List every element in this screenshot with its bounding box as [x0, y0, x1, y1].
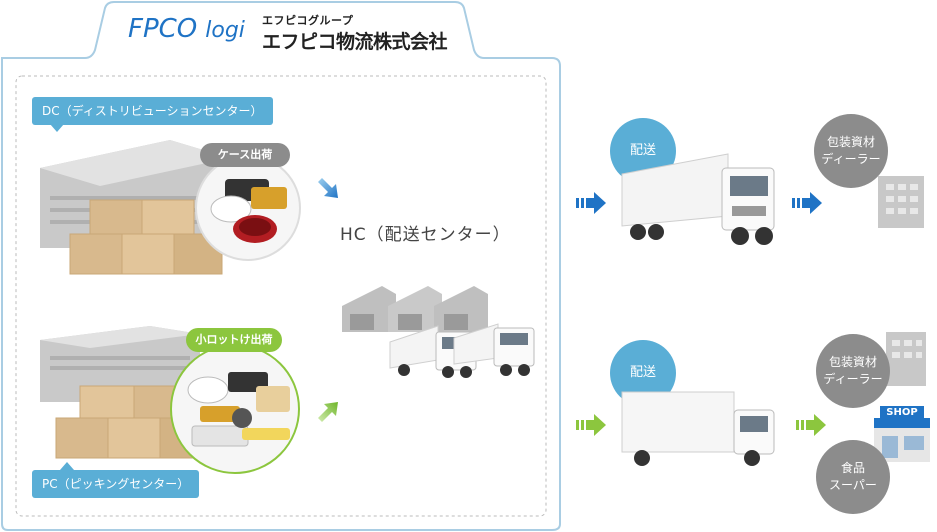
mixed-products-icon — [187, 372, 290, 447]
brand-sub: logi — [205, 18, 245, 43]
top-dest-line1: 包装資材 — [826, 135, 875, 149]
top-dest-bubble: 包装資材ディーラー — [814, 114, 888, 188]
company-group: エフピコグループ — [262, 14, 354, 27]
hc-label: HC（配送センター） — [340, 225, 511, 245]
dc-label: DC（ディストリビューションセンター） — [32, 97, 273, 125]
bottom-dest-2-bubble: 食品スーパー — [816, 440, 890, 514]
top-dest-building-icon — [878, 176, 924, 228]
bottom-dest-building-icon — [886, 332, 926, 386]
shop-building-icon — [874, 418, 930, 462]
company-name-block: エフピコグループ エフピコ物流株式会社 — [262, 12, 448, 54]
food-tray-icon — [210, 179, 287, 243]
bottom-dest-1-line1: 包装資材 — [828, 355, 877, 369]
hc-warehouse-trucks-illustration — [342, 286, 535, 378]
arrow-pc-to-hc-icon — [318, 402, 338, 422]
bottom-dest-2-line2: スーパー — [829, 478, 877, 492]
pc-label: PC（ピッキングセンター） — [32, 470, 200, 498]
bottom-dest-1-bubble: 包装資材ディーラー — [816, 334, 890, 408]
dc-label-pointer — [50, 124, 64, 132]
top-flow-arrow-1-icon — [576, 192, 606, 214]
brand-main: FPCO — [128, 14, 198, 44]
bottom-dest-1-line2: ディーラー — [823, 372, 883, 386]
top-truck-illustration — [621, 153, 775, 245]
pc-products-circle — [170, 344, 300, 474]
bottom-flow-arrow-2-icon — [796, 414, 826, 436]
dc-case-label: ケース出荷 — [200, 143, 290, 167]
shop-sign: SHOP — [880, 406, 924, 420]
top-dest-line2: ディーラー — [821, 152, 881, 166]
top-flow-arrow-2-icon — [792, 192, 822, 214]
brand-logo: FPCO logi — [128, 14, 245, 44]
dc-warehouse-illustration — [40, 140, 230, 275]
pc-lot-label: 小ロットけ出荷 — [186, 328, 282, 352]
bottom-dest-2-line1: 食品 — [840, 461, 865, 475]
bottom-flow-arrow-1-icon — [576, 414, 606, 436]
arrow-dc-to-hc-icon — [318, 178, 338, 198]
company-name: エフピコ物流株式会社 — [262, 31, 448, 53]
bottom-truck-illustration — [621, 391, 775, 466]
dc-products-circle — [195, 155, 301, 261]
pc-label-pointer — [60, 462, 74, 470]
